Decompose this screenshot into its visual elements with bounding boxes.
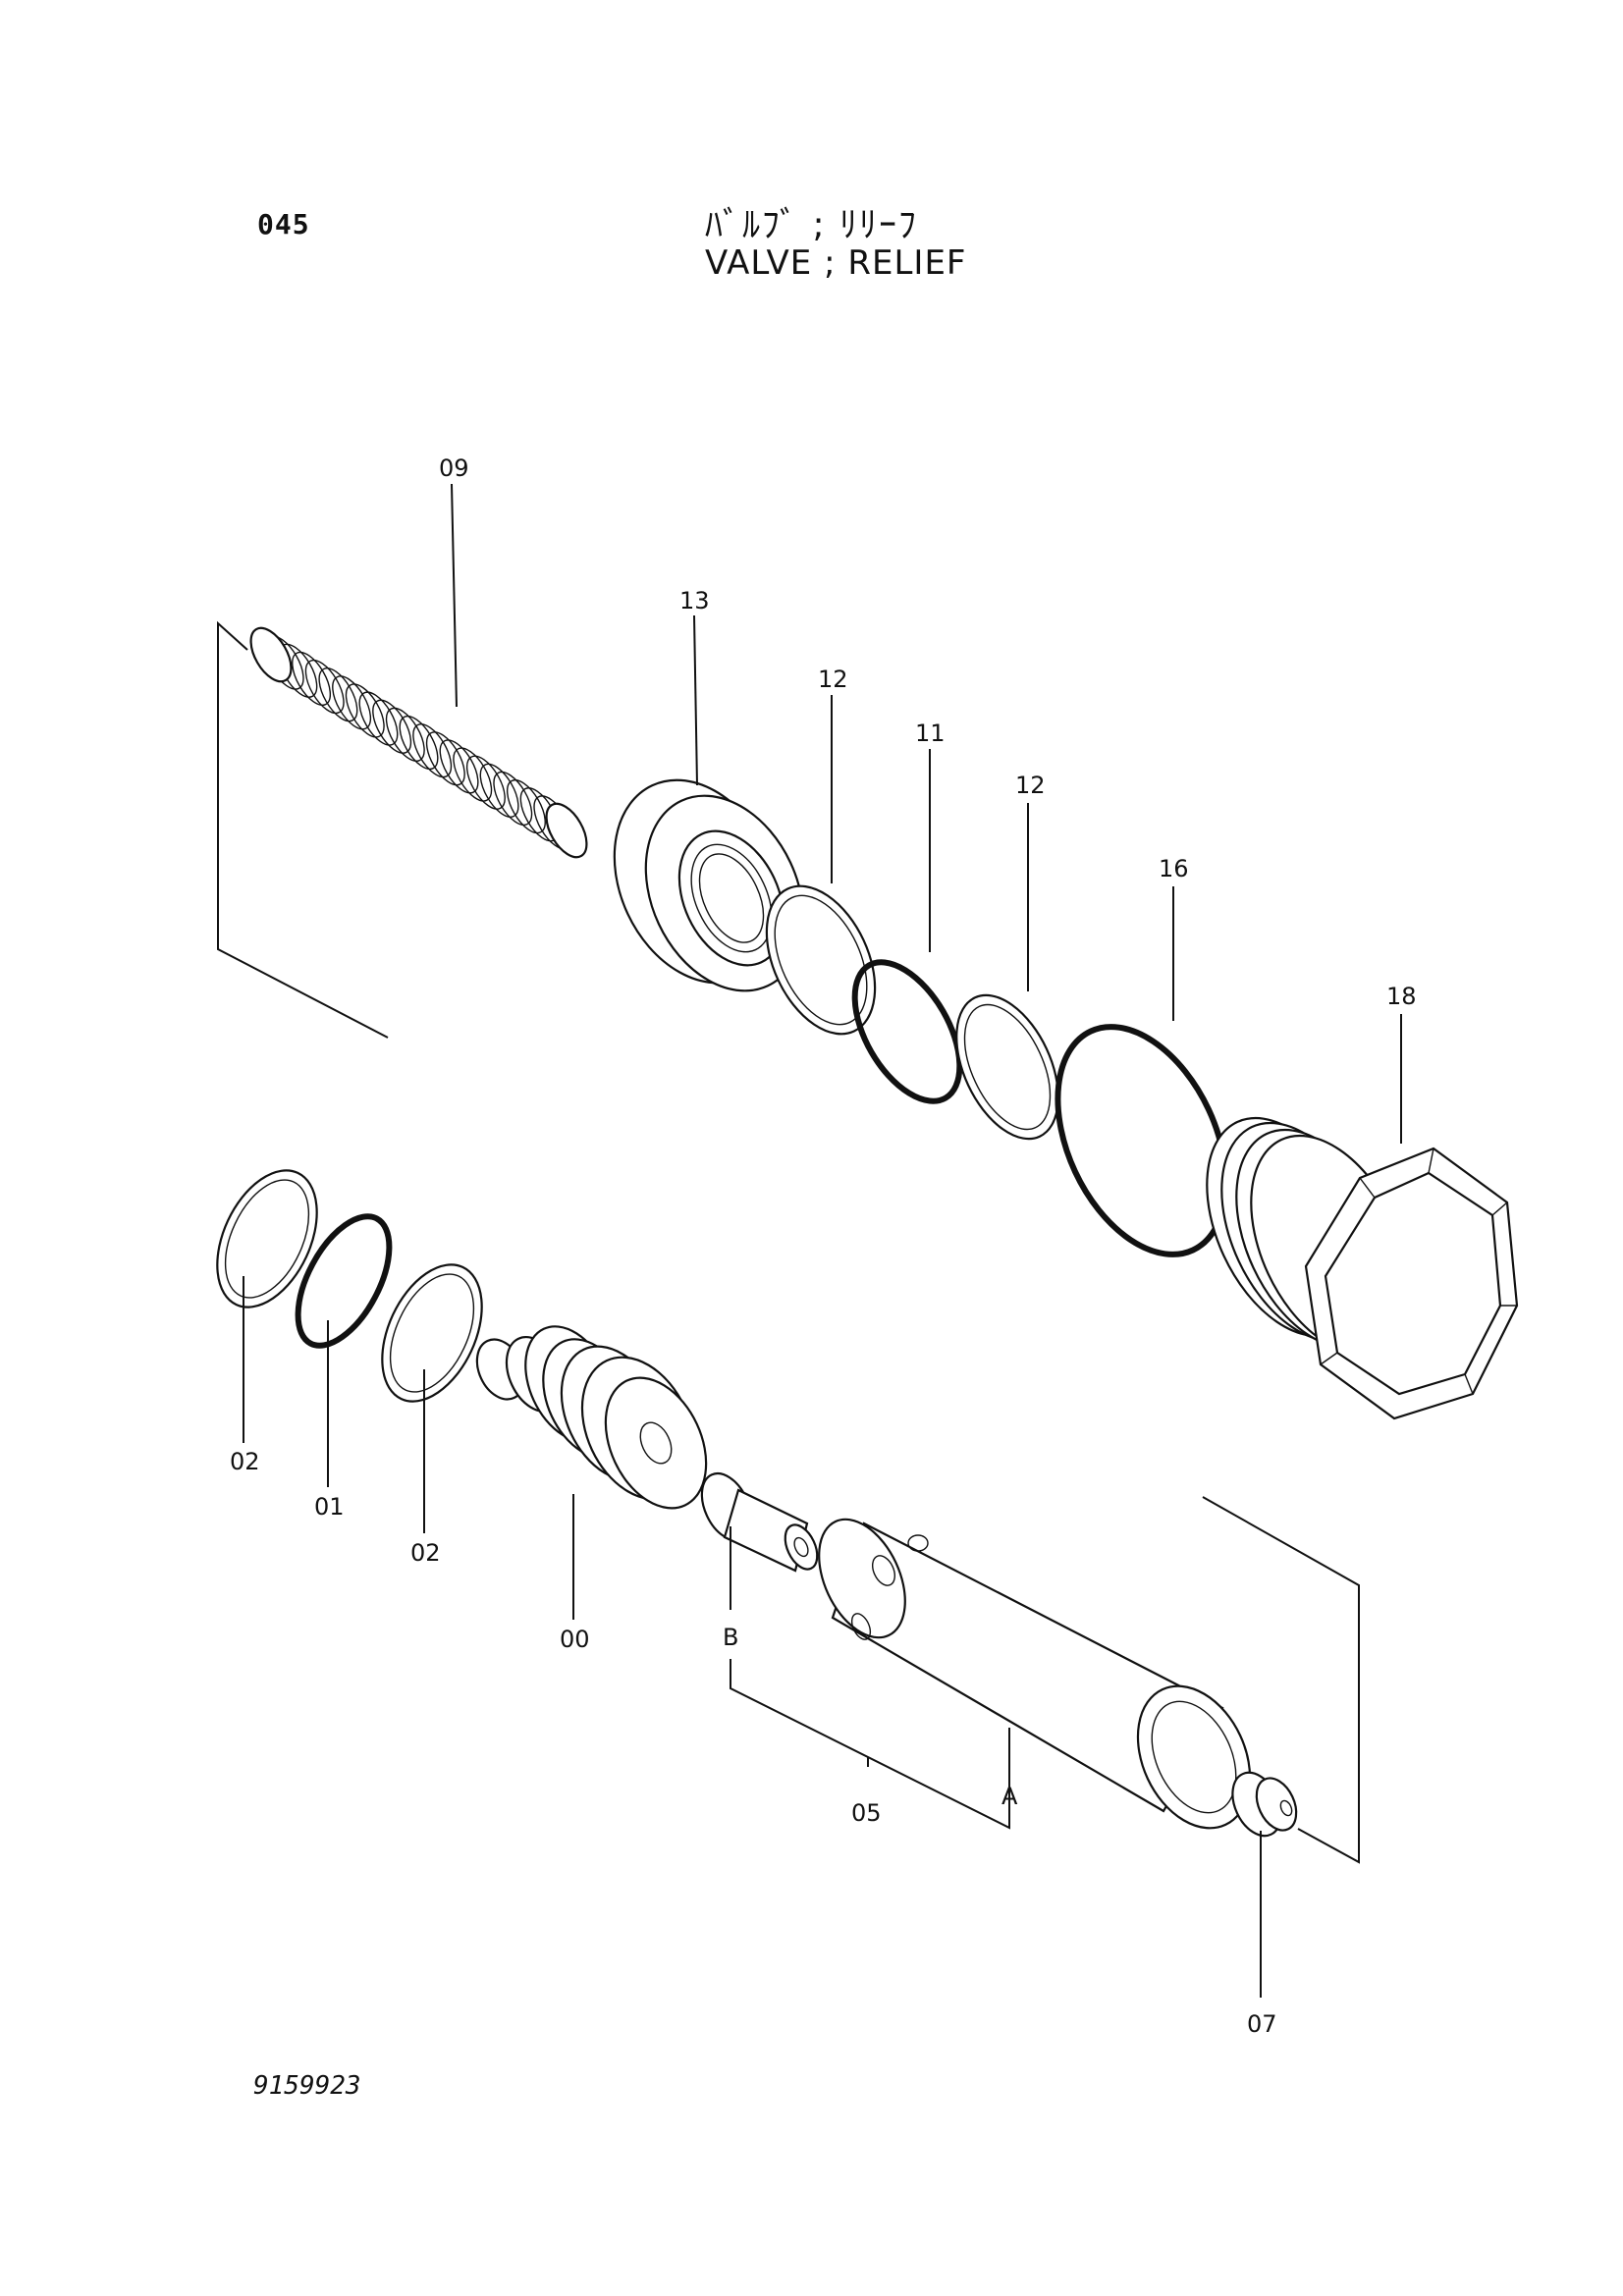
callout-16: 16 (1159, 855, 1189, 882)
oring-large (1055, 1024, 1229, 1257)
spring-coil (493, 771, 533, 827)
oring-upper (851, 959, 963, 1104)
leader-lines (243, 483, 1402, 1998)
sleeve-part (818, 1518, 1252, 1830)
callout-11: 11 (915, 720, 946, 747)
assembly-05-bracket (730, 1659, 1010, 1830)
spring-coil (479, 763, 519, 818)
backup-ring-upper-b (955, 993, 1059, 1141)
callout-13: 13 (679, 587, 710, 614)
callout-18: 18 (1386, 983, 1417, 1010)
backup-ring-lower-b (381, 1263, 483, 1403)
nut-part (1231, 1771, 1298, 1838)
section-number: 045 (257, 208, 310, 240)
spring-coil (439, 739, 479, 794)
spring-coil (332, 675, 372, 730)
pin-part (700, 1471, 819, 1573)
spring-coil (399, 715, 439, 771)
oring-lower (295, 1213, 393, 1349)
callout-12a: 12 (818, 666, 848, 693)
spring-coil (453, 747, 493, 802)
callout-07: 07 (1247, 2010, 1277, 2038)
callout-09: 09 (439, 454, 469, 482)
assembly-bracket-upper (217, 620, 389, 1039)
callout-12b: 12 (1015, 772, 1046, 799)
spring-coil (385, 707, 425, 762)
backup-ring-upper-a (765, 884, 877, 1036)
assembly-bracket-lower (1202, 1496, 1360, 1864)
callout-02a: 02 (230, 1448, 260, 1475)
spring-coil (412, 723, 453, 778)
spring-coil (425, 731, 465, 786)
callout-labels: 09 13 12 11 12 16 18 02 01 02 00 B 05 A … (230, 454, 1417, 2038)
spring-coil (506, 778, 546, 834)
title-english: VALVE ; RELIEF (705, 243, 967, 283)
spring-coil (372, 699, 412, 754)
spring-coil (465, 755, 506, 810)
seat-part (613, 778, 805, 992)
plug-part (1206, 1116, 1519, 1420)
drawing-number: 9159923 (253, 2071, 361, 2101)
callout-B: B (723, 1624, 738, 1651)
backup-ring-lower-a (216, 1169, 318, 1308)
spring-coil (292, 651, 332, 707)
spring-coil (345, 683, 385, 738)
callout-01: 01 (314, 1493, 345, 1521)
callout-00: 00 (560, 1626, 590, 1653)
title-japanese: ﾊﾞﾙﾌﾞ ; ﾘﾘｰﾌ (705, 205, 919, 245)
poppet-body-part (475, 1325, 708, 1510)
spring-coil (358, 691, 399, 746)
spring-coil (304, 659, 345, 715)
callout-02b: 02 (410, 1539, 441, 1567)
callout-05: 05 (851, 1799, 882, 1827)
callout-A: A (1001, 1783, 1018, 1810)
spring-part (249, 626, 588, 859)
spring-coil (318, 667, 358, 722)
